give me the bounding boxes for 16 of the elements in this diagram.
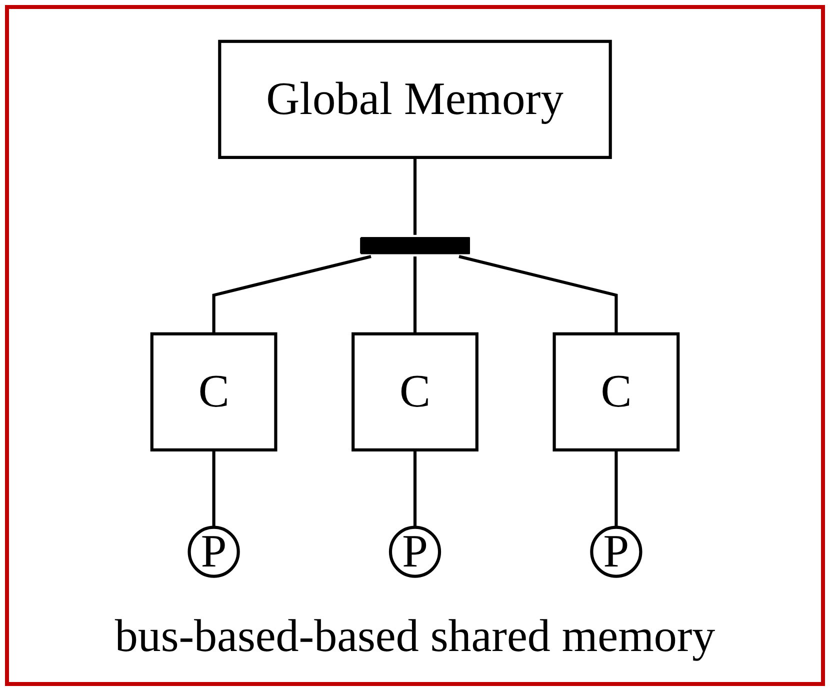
frame-border: Global Memory C C C P P P bus-based-based shared memory [5,5,825,686]
connector [212,450,216,528]
connector [614,450,618,528]
connector [413,450,417,528]
node-box [552,332,680,452]
connector [413,256,417,334]
node-circle [388,526,442,578]
connector [458,254,618,334]
caption: bus-based-based shared memory [114,609,716,662]
node-circle [590,526,642,578]
connector [212,254,372,334]
node-circle [188,526,240,578]
connector [413,157,417,235]
node-box [352,332,478,452]
node-box [150,332,278,452]
node-box [218,40,612,159]
